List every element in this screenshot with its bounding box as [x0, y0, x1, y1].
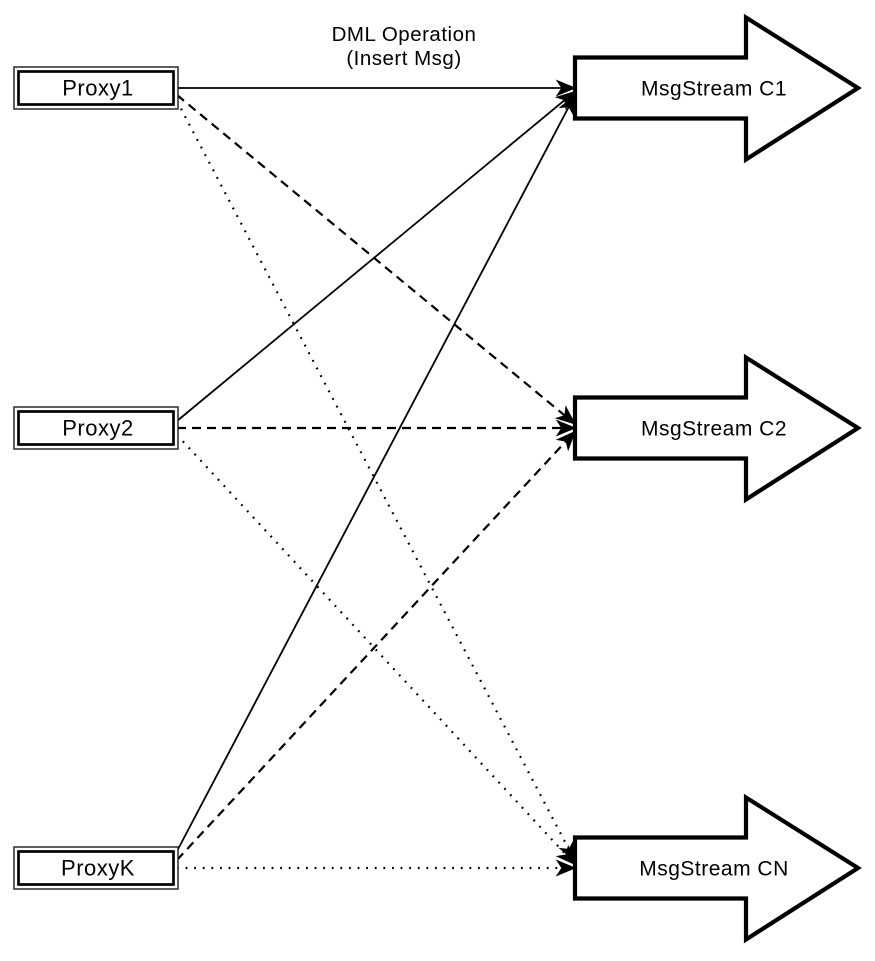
- connector-proxy1-msgstream-cn: [176, 100, 576, 863]
- proxyk-label: ProxyK: [61, 856, 135, 881]
- msgstream-c1-arrow-shape: [572, 13, 862, 164]
- msgstream-cn-label: MsgStream CN: [639, 858, 789, 881]
- proxy2-label: Proxy2: [62, 416, 133, 441]
- connectors: [175, 79, 577, 877]
- connector-proxy2-msgstream-cn: [176, 434, 576, 866]
- msgstream-c2-label: MsgStream C2: [641, 418, 787, 441]
- connector-proxyk-msgstream-c2: [176, 430, 576, 861]
- proxy1-box-inner: [17, 70, 175, 106]
- msgstream-c2-node: MsgStream C2: [572, 353, 862, 504]
- proxy1-label: Proxy1: [62, 76, 133, 101]
- connector-proxy2-msgstream-c1: [176, 90, 576, 422]
- edge-label-line1: DML Operation: [332, 23, 477, 46]
- proxy1-node: Proxy1: [13, 66, 179, 110]
- edge-label-line2: (Insert Msg): [346, 47, 461, 70]
- proxyk-box-inner: [17, 850, 175, 886]
- msgstream-cn-node: MsgStream CN: [572, 793, 862, 944]
- msgstream-c1-label: MsgStream C1: [641, 78, 787, 101]
- msgstream-c1-node: MsgStream C1: [572, 13, 862, 164]
- proxy2-node: Proxy2: [13, 406, 179, 450]
- proxy2-box-inner: [17, 410, 175, 446]
- connector-proxyk-msgstream-c1: [175, 93, 576, 854]
- msgstream-cn-arrow-shape: [572, 793, 862, 944]
- proxyk-node: ProxyK: [13, 846, 179, 890]
- msgstream-c2-arrow-shape: [572, 353, 862, 504]
- edge-label: DML Operation (Insert Msg): [332, 23, 477, 70]
- connector-proxy1-msgstream-c2: [176, 94, 576, 425]
